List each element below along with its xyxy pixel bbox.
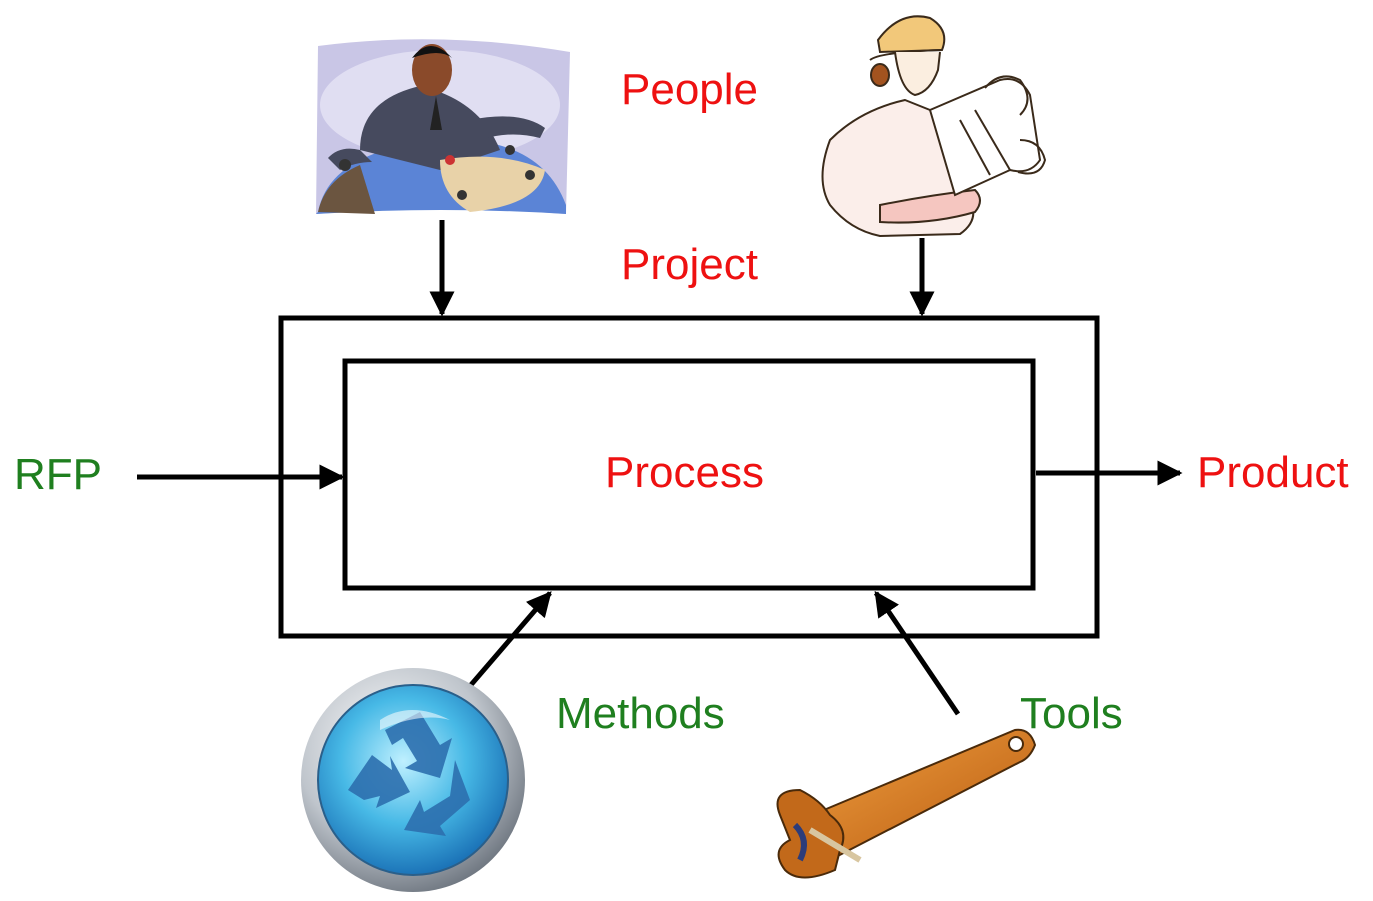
tools-label: Tools (1020, 689, 1123, 738)
arrow-methods-to-process (468, 591, 552, 688)
product-label: Product (1197, 448, 1349, 497)
methods-label: Methods (556, 689, 725, 738)
process-box (342, 358, 1036, 591)
arrow-tools-to-process (873, 590, 961, 716)
recycle-button-icon (301, 668, 525, 892)
rfp-label: RFP (14, 450, 102, 499)
engineer-hardhat-blueprint-icon (821, 15, 1047, 238)
people-label: People (621, 65, 759, 114)
project-label: Project (621, 240, 758, 289)
wrench-icon (776, 728, 1037, 879)
businessman-meeting-globe-icon (316, 39, 570, 215)
process-label: Process (605, 448, 764, 497)
